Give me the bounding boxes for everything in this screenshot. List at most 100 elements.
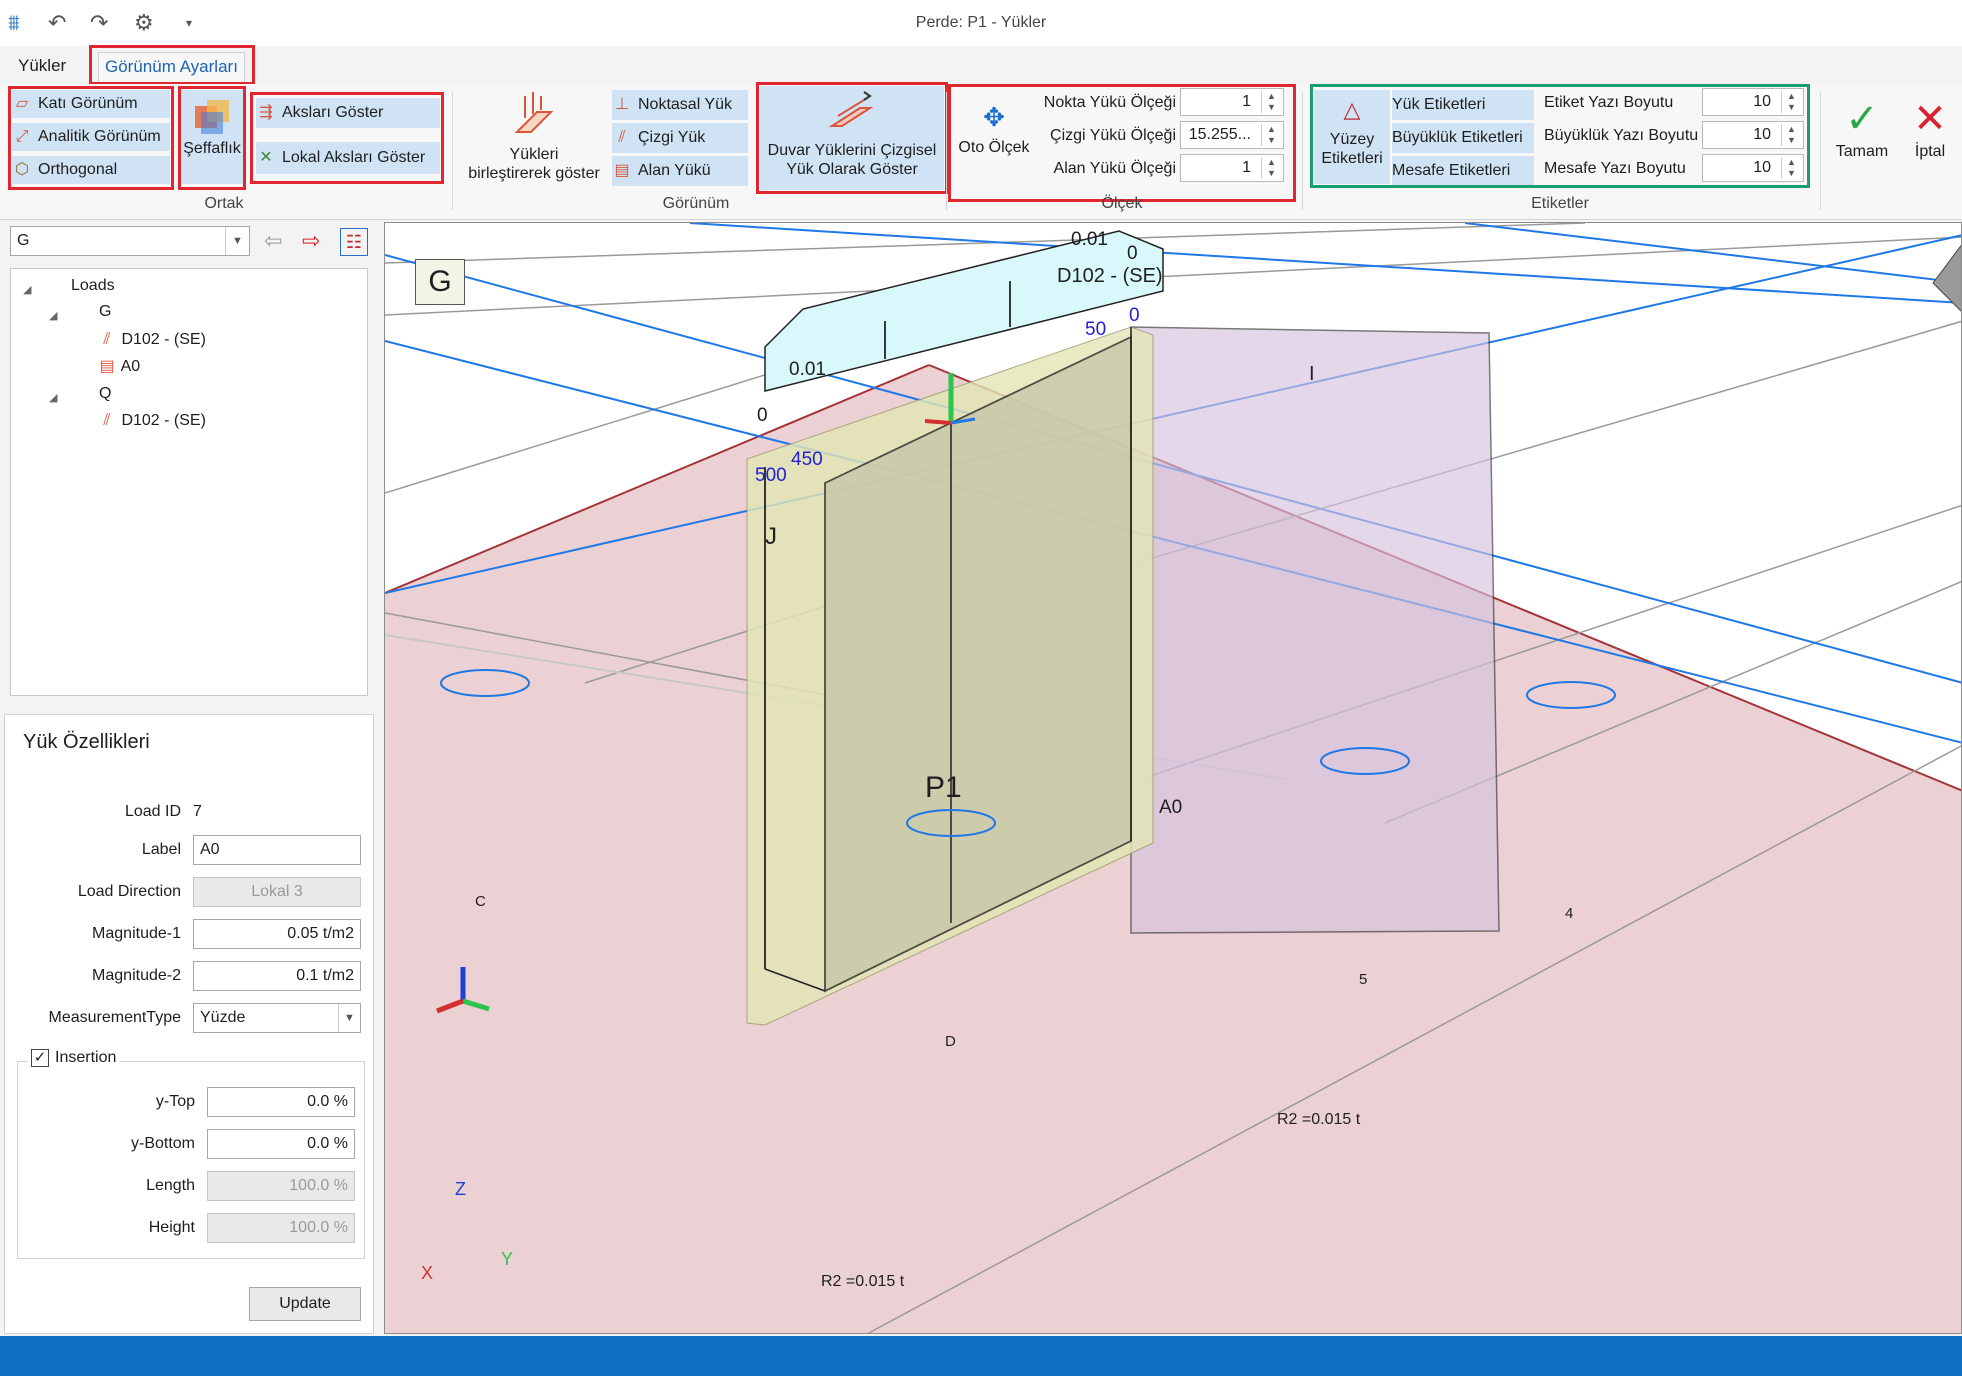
- ytop-input[interactable]: 0.0 %: [207, 1087, 355, 1117]
- seffaflik-button[interactable]: Şeffaflık: [181, 90, 243, 184]
- axis-y-label: Y: [501, 1249, 514, 1269]
- buyukluk-yazi-spinner[interactable]: 10▲▼: [1702, 121, 1804, 149]
- oto-olcek-button[interactable]: ✥ Oto Ölçek: [954, 96, 1034, 176]
- yuzey-etiketleri-button[interactable]: △ Yüzey Etiketleri: [1314, 90, 1390, 184]
- yukleri-birlestir-button[interactable]: Yükleri birleştirerek göster: [462, 88, 606, 188]
- undo-icon[interactable]: ↶: [48, 10, 67, 35]
- chevron-down-icon[interactable]: ▼: [338, 1004, 360, 1032]
- grid-label-5: 5: [1359, 971, 1368, 988]
- grid-bubble-c[interactable]: [440, 669, 530, 697]
- length-input[interactable]: 100.0 %: [207, 1171, 355, 1201]
- chevron-down-icon[interactable]: ▼: [225, 227, 249, 255]
- collapse-icon[interactable]: ◢: [49, 310, 58, 322]
- nokta-olcek-spinner[interactable]: 1▲▼: [1180, 88, 1284, 116]
- axes-icon: ⇶: [259, 104, 273, 121]
- settings-gear-icon[interactable]: ⚙: [134, 10, 154, 35]
- lokal-akslari-goster-button[interactable]: ✕Lokal Aksları Göster: [256, 142, 440, 174]
- tab-yukler[interactable]: Yükler: [18, 56, 67, 75]
- label-input[interactable]: A0: [193, 835, 361, 865]
- load-direction-button[interactable]: Lokal 3: [193, 877, 361, 907]
- tree-node-g[interactable]: G: [99, 303, 112, 320]
- noktasal-yuk-button[interactable]: ⊥Noktasal Yük: [612, 90, 748, 120]
- grid-bubble-d[interactable]: [906, 809, 996, 837]
- tree-item-g-area-load[interactable]: ▤ A0: [97, 357, 140, 377]
- insertion-checkbox[interactable]: ✓ Insertion: [27, 1049, 121, 1067]
- move-arrows-icon: ✥: [983, 102, 1005, 132]
- tree-node-loads[interactable]: Loads: [71, 277, 115, 294]
- grid-bubble-4[interactable]: [1526, 681, 1616, 709]
- spinner-arrows-icon[interactable]: ▲▼: [1261, 157, 1281, 179]
- spinner-arrows-icon[interactable]: ▲▼: [1261, 91, 1281, 113]
- alan-olcek-spinner[interactable]: 1▲▼: [1180, 154, 1284, 182]
- area-load-label: A0: [1159, 797, 1183, 818]
- etiket-yazi-spinner[interactable]: 10▲▼: [1702, 88, 1804, 116]
- length-label: Length: [146, 1177, 195, 1194]
- line-load-icon: ⫽: [618, 129, 626, 146]
- collapse-icon[interactable]: ◢: [23, 284, 32, 296]
- tab-gorunum-ayarlari[interactable]: Görünüm Ayarları: [98, 52, 245, 84]
- line-load-icon: ⫽: [103, 412, 111, 429]
- quick-access-dropdown-icon[interactable]: ▾: [186, 16, 193, 30]
- orthogonal-button[interactable]: ⬡Orthogonal: [12, 156, 170, 184]
- spinner-arrows-icon[interactable]: ▲▼: [1781, 124, 1801, 146]
- load-case-badge: G: [415, 259, 465, 305]
- tree-item-g-line-load[interactable]: ⫽ D102 - (SE): [97, 330, 206, 350]
- alan-olcek-label: Alan Yükü Ölçeği: [1053, 160, 1176, 177]
- etiket-yazi-label: Etiket Yazı Boyutu: [1544, 94, 1674, 111]
- grid-bubble-5[interactable]: [1320, 747, 1410, 775]
- line-load-label: D102 - (SE): [1057, 265, 1163, 287]
- duvar-yukleri-cizgisel-button[interactable]: Duvar Yüklerini Çizgisel Yük Olarak Göst…: [760, 86, 944, 190]
- cizgi-olcek-spinner[interactable]: 15.255...▲▼: [1180, 121, 1284, 149]
- tamam-button[interactable]: ✓ Tamam: [1832, 96, 1892, 168]
- spinner-arrows-icon[interactable]: ▲▼: [1781, 91, 1801, 113]
- load-tree: ◢ Loads ◢ G ⫽ D102 - (SE) ▤ A0 ◢ Q ⫽ D10…: [10, 268, 368, 696]
- redo-icon[interactable]: ↷: [90, 10, 109, 35]
- highlight-transparency: [178, 86, 246, 190]
- label-label: Label: [141, 841, 181, 858]
- ybottom-input[interactable]: 0.0 %: [207, 1129, 355, 1159]
- alan-yuku-button[interactable]: ▤Alan Yükü: [612, 156, 748, 186]
- check-icon: ✓: [1845, 97, 1879, 141]
- cizgi-yuk-button[interactable]: ⫽Çizgi Yük: [612, 123, 748, 153]
- cizgi-olcek-label: Çizgi Yükü Ölçeği: [1050, 127, 1176, 144]
- analitik-gorunum-button[interactable]: ⤢Analitik Görünüm: [12, 123, 170, 151]
- iptal-button[interactable]: ✕ İptal: [1900, 96, 1960, 168]
- load-properties-panel: Yük Özellikleri Load ID 7 Label A0 Load …: [4, 714, 374, 1334]
- wall-load-icon: [828, 91, 874, 127]
- tree-node-q[interactable]: Q: [99, 385, 112, 402]
- spinner-arrows-icon[interactable]: ▲▼: [1261, 124, 1281, 146]
- axis-x-label: X: [421, 1263, 434, 1283]
- buyukluk-etiketleri-button[interactable]: Büyüklük Etiketleri: [1392, 123, 1534, 153]
- group-label-etiketler: Etiketler: [1531, 195, 1589, 212]
- line-load-value-right: 0.01: [1071, 229, 1108, 250]
- local-axis-arrow: [950, 417, 976, 425]
- magnitude1-input[interactable]: 0.05 t/m2: [193, 919, 361, 949]
- arrow-left-icon[interactable]: ⇦: [264, 228, 283, 253]
- spinner-arrows-icon[interactable]: ▲▼: [1781, 157, 1801, 179]
- tree-item-q-line-load[interactable]: ⫽ D102 - (SE): [97, 411, 206, 431]
- height-label: Height: [148, 1219, 195, 1236]
- model-canvas[interactable]: [385, 223, 1962, 1334]
- height-input[interactable]: 100.0 %: [207, 1213, 355, 1243]
- slab-edge: [385, 364, 930, 594]
- collapse-icon[interactable]: ◢: [49, 392, 58, 404]
- akslari-goster-button[interactable]: ⇶Aksları Göster: [256, 98, 440, 128]
- mesafe-etiketleri-button[interactable]: Mesafe Etiketleri: [1392, 156, 1534, 186]
- yuk-etiketleri-button[interactable]: Yük Etiketleri: [1392, 90, 1534, 120]
- update-button[interactable]: Update: [249, 1287, 361, 1321]
- point-load-icon: ⊥: [615, 96, 629, 113]
- tree-options-icon[interactable]: ☷: [340, 228, 368, 256]
- measurement-type-select[interactable]: Yüzde ▼: [193, 1003, 361, 1033]
- dist-0: 0: [1129, 305, 1140, 326]
- arrow-right-icon[interactable]: ⇨: [302, 228, 321, 253]
- axis-y-arrow: [462, 998, 490, 1012]
- 3d-viewport[interactable]: G 0.01 0 D102 - (SE) 50 0 0.01 0 450 500…: [384, 222, 1962, 1334]
- magnitude2-input[interactable]: 0.1 t/m2: [193, 961, 361, 991]
- mesafe-yazi-spinner[interactable]: 10▲▼: [1702, 154, 1804, 182]
- highlight-view-mode: [8, 86, 174, 190]
- kati-gorunum-button[interactable]: ▱Katı Görünüm: [12, 90, 170, 118]
- view-cube[interactable]: [1932, 243, 1962, 313]
- insertion-group: [17, 1061, 365, 1259]
- load-case-select[interactable]: G ▼: [10, 226, 250, 256]
- area-load-icon: ▤: [614, 162, 630, 179]
